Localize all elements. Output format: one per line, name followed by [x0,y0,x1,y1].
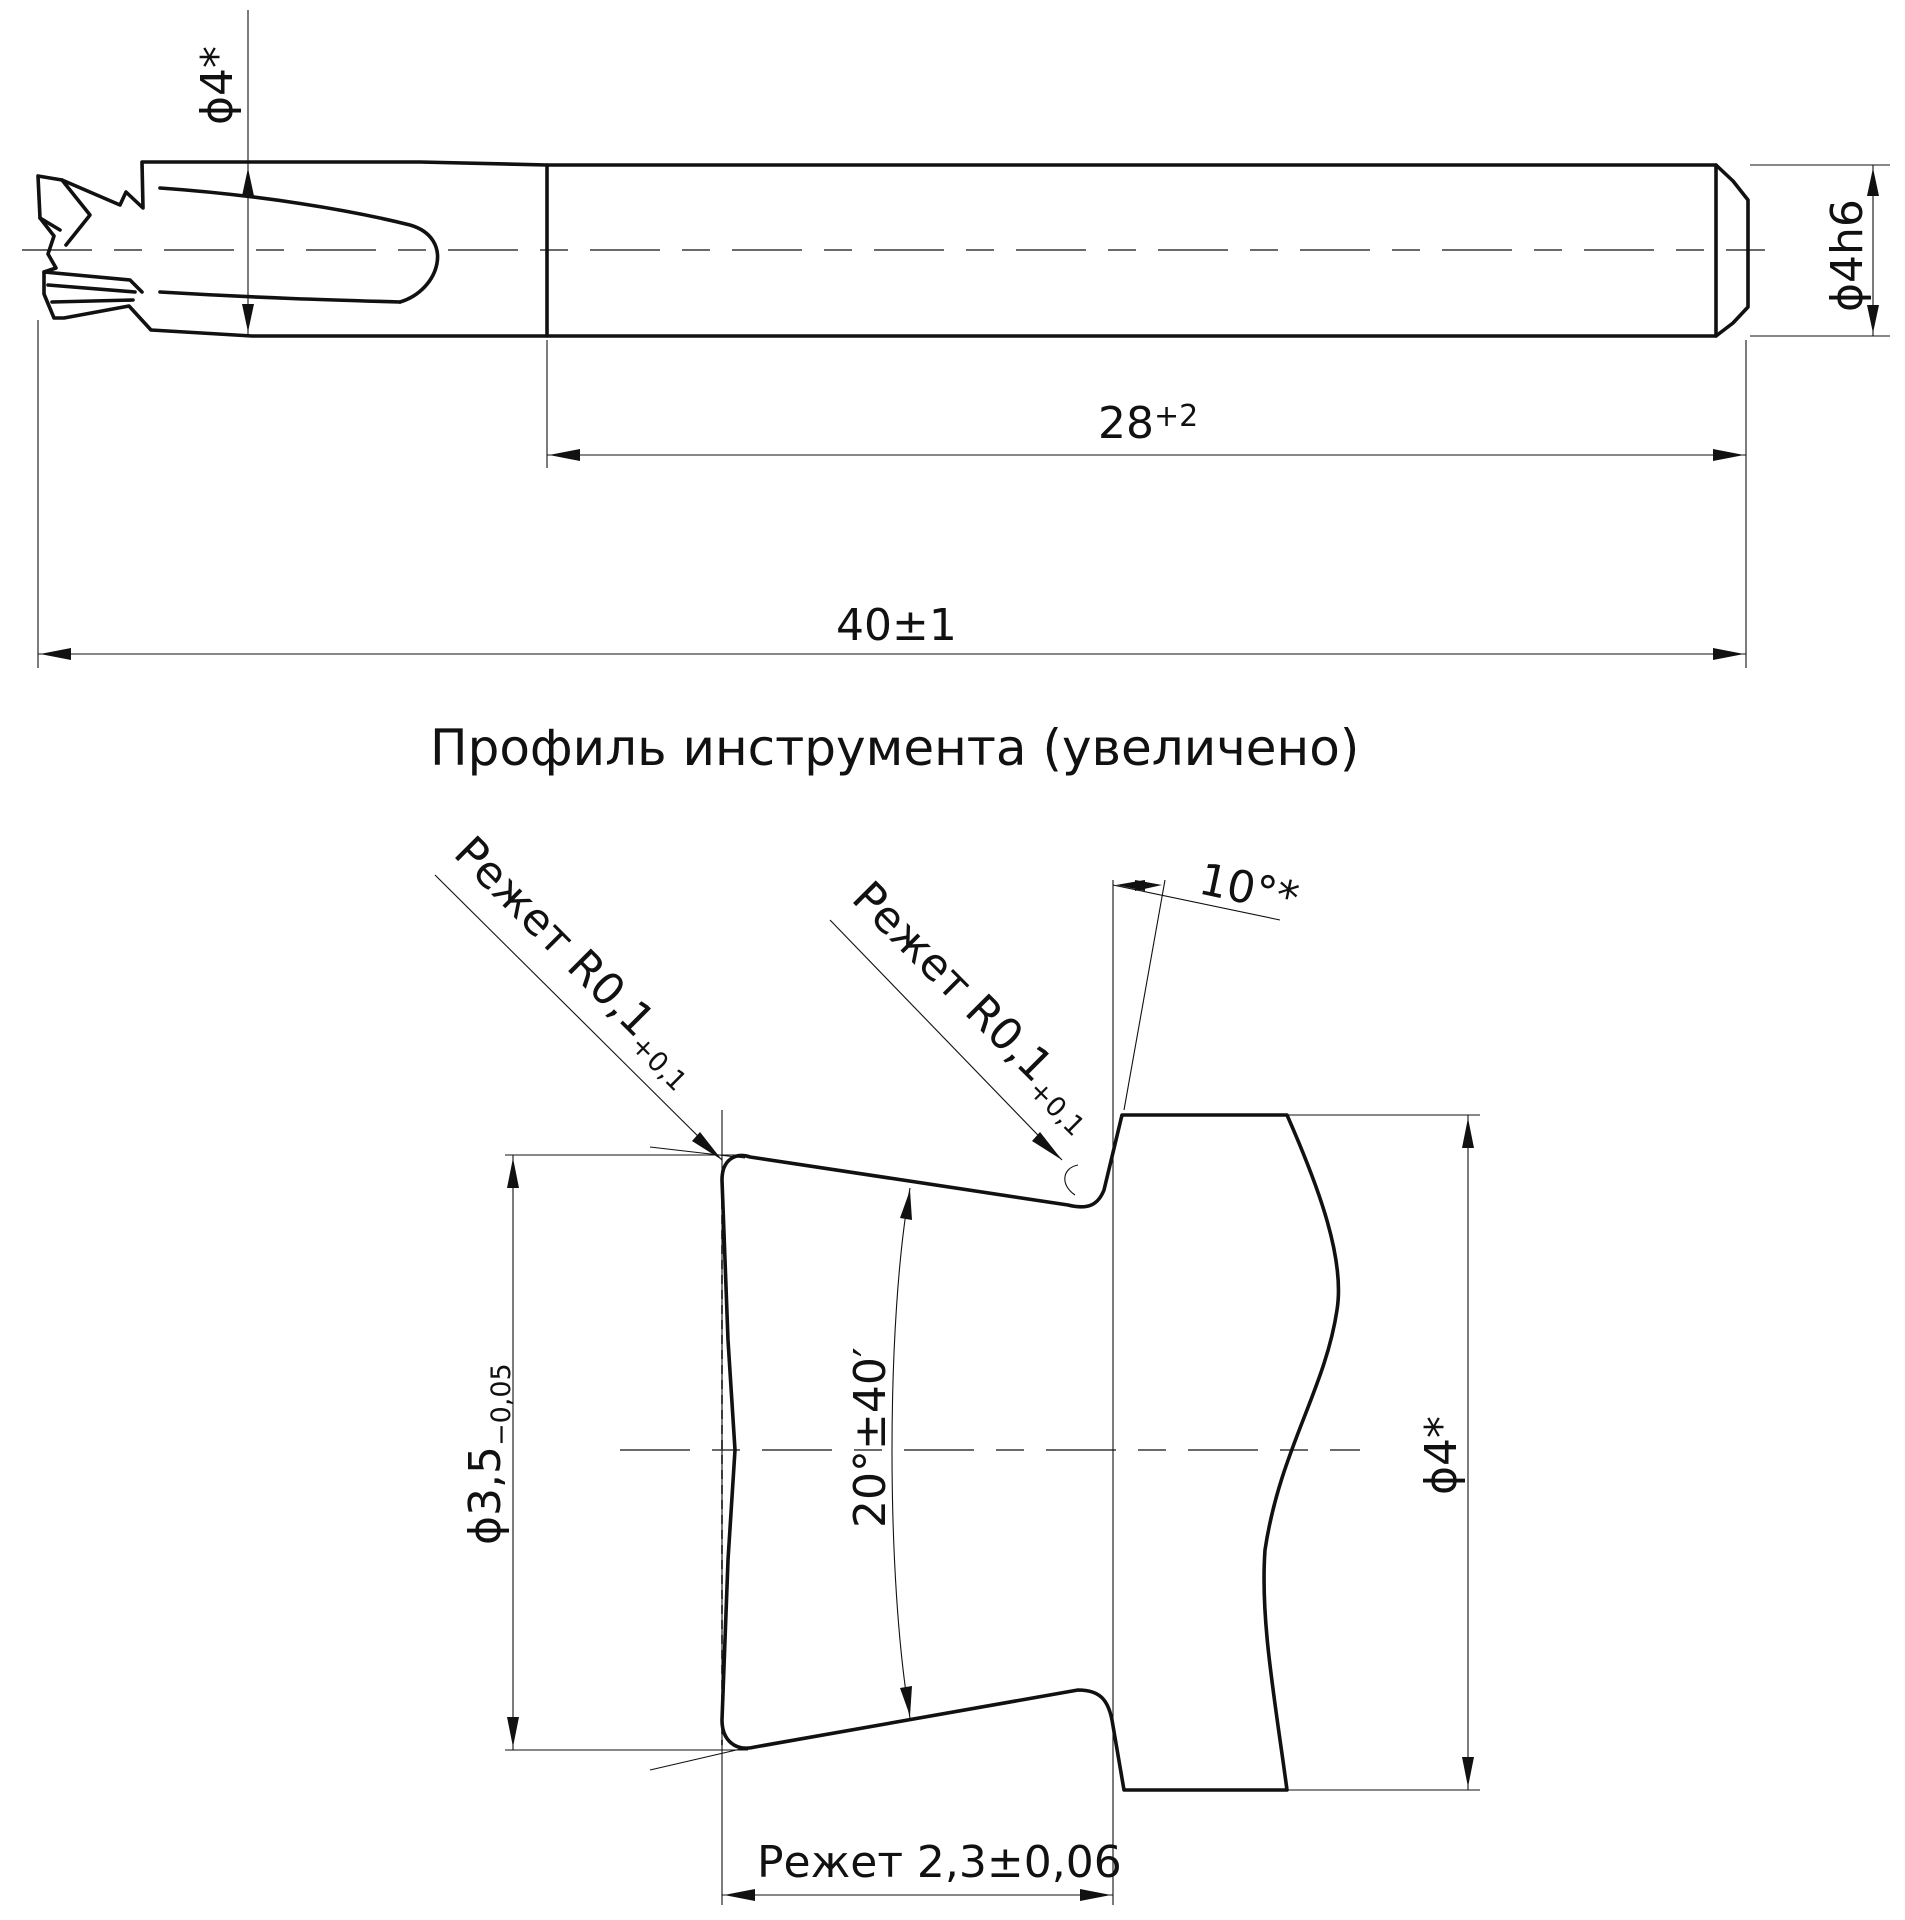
dim-overall-length: 40±1 [37,320,1746,668]
tool-tooth-edge-4 [60,178,92,247]
profile-outline [720,1113,1341,1792]
dim-included-angle: 20°±40′ [845,1187,912,1719]
profile-title: Профиль инструмента (увеличено) [430,719,1359,777]
inner-diameter-label: ϕ3,5−0,05 [460,1363,517,1545]
outer-diameter-label: ϕ4* [1416,1416,1467,1495]
tool-tooth-edge-3 [50,298,135,304]
tool-profile-view [620,1113,1360,1792]
overall-length-label: 40±1 [836,600,957,651]
corner-radius-left-label: Режет R0,1+0,1 [440,827,711,1098]
dim-shank-length: 28+2 [546,340,1747,668]
corner-radius-right-label: Режет R0,1+0,1 [838,872,1109,1143]
tool-side-view [22,160,1765,338]
tool-tooth-edge-5 [38,216,62,232]
dim-cutting-width: Режет 2,3±0,06 [722,1837,1122,1901]
shank-diameter-label: ϕ4h6 [1822,199,1873,312]
profile-extension-lines [505,880,1480,1905]
dim-outer-diameter: ϕ4* [1416,1115,1474,1790]
tip-diameter-label: ϕ4* [192,46,243,125]
tool-flute-lower [158,290,402,304]
shank-length-label: 28+2 [1098,398,1198,449]
leader-corner-radius-right: Режет R0,1+0,1 [829,872,1109,1196]
dim-inner-diameter: ϕ3,5−0,05 [460,1155,519,1750]
dim-clearance-angle: 10°* [1112,854,1303,1111]
tool-shank-outline [545,163,1750,338]
tool-tooth-edge-1 [42,270,144,294]
dim-shank-diameter: ϕ4h6 [1750,164,1890,337]
tool-flute-upper [158,186,440,304]
tool-tooth-edge-2 [46,283,137,294]
cutting-width-label: Режет 2,3±0,06 [757,1837,1122,1888]
tool-cutting-head-outline [36,160,549,338]
included-angle-label: 20°±40′ [845,1347,896,1528]
dim-tip-diameter: ϕ4* [192,10,254,334]
clearance-angle-label: 10°* [1195,854,1303,925]
leader-corner-radius-left: Режет R0,1+0,1 [434,827,723,1161]
